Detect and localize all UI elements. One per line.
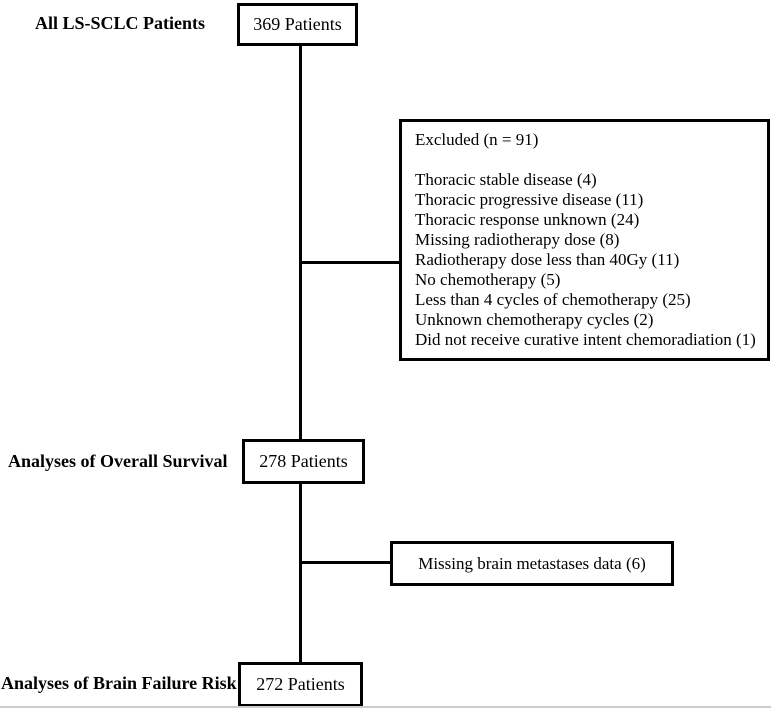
- node-box-369-patients: 369 Patients: [237, 3, 358, 46]
- step-label-all-ls-sclc-patients: All LS-SCLC Patients: [35, 13, 206, 33]
- excluded-item-radiotherapy-dose-less-than-40gy: Radiotherapy dose less than 40Gy (11): [415, 250, 680, 269]
- excluded-item-no-curative-intent-chemoradiation: Did not receive curative intent chemorad…: [415, 330, 756, 349]
- excluded-title: Excluded (n = 91): [415, 130, 539, 149]
- node-box-278-patients-text: 278 Patients: [259, 451, 348, 471]
- excluded-item-thoracic-stable-disease: Thoracic stable disease (4): [415, 170, 597, 189]
- step-label-analyses-brain-failure-risk: Analyses of Brain Failure Risk: [1, 673, 237, 693]
- node-box-369-patients-text: 369 Patients: [253, 14, 342, 34]
- excluded-item-no-chemotherapy: No chemotherapy (5): [415, 270, 561, 289]
- connector-vertical-278-to-272: [299, 484, 302, 662]
- excluded-item-less-than-4-cycles: Less than 4 cycles of chemotherapy (25): [415, 290, 691, 309]
- connector-branch-to-missing-brain-data: [301, 561, 390, 564]
- excluded-item-thoracic-progressive-disease: Thoracic progressive disease (11): [415, 190, 644, 209]
- excluded-item-unknown-chemotherapy-cycles: Unknown chemotherapy cycles (2): [415, 310, 654, 329]
- excluded-item-missing-radiotherapy-dose: Missing radiotherapy dose (8): [415, 230, 620, 249]
- figure-bottom-edge: [0, 706, 771, 708]
- node-box-272-patients-text: 272 Patients: [256, 674, 345, 694]
- node-box-278-patients: 278 Patients: [242, 439, 365, 484]
- connector-branch-to-excluded: [301, 261, 399, 264]
- step-label-analyses-overall-survival: Analyses of Overall Survival: [8, 451, 228, 471]
- node-box-272-patients: 272 Patients: [238, 662, 363, 707]
- excluded-box: Excluded (n = 91) Thoracic stable diseas…: [399, 119, 770, 361]
- excluded-item-thoracic-response-unknown: Thoracic response unknown (24): [415, 210, 640, 229]
- connector-vertical-369-to-278: [299, 46, 302, 439]
- missing-brain-metastases-text: Missing brain metastases data (6): [418, 553, 646, 573]
- missing-brain-metastases-box: Missing brain metastases data (6): [390, 541, 674, 586]
